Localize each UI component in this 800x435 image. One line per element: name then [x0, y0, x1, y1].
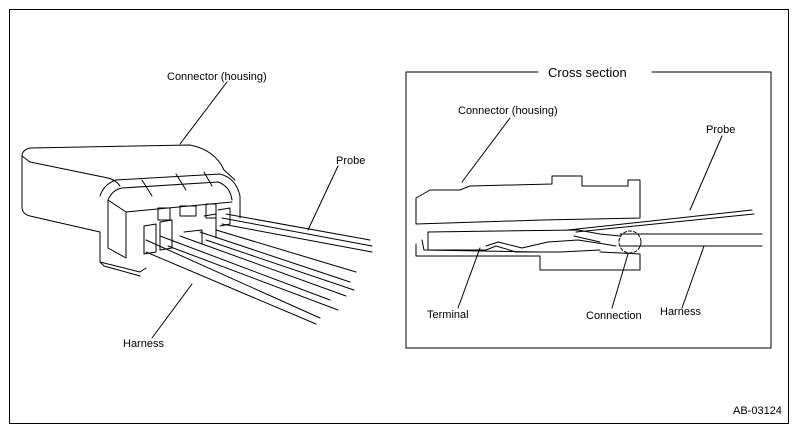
probe-3d: [221, 213, 373, 253]
cross-section-harness: [619, 233, 763, 247]
figure-frame: [9, 9, 789, 424]
cross-section-connector-label: Connector (housing): [458, 105, 558, 117]
connection-circle: [618, 230, 642, 254]
left-leader-lines: [151, 81, 339, 339]
probe-label: Probe: [336, 155, 366, 167]
terminal-label: Terminal: [427, 309, 469, 321]
cross-section-frame: [405, 71, 772, 349]
cross-section-probe: [567, 209, 755, 233]
harness-wires-3d: [145, 229, 357, 325]
connector-housing-label: Connector (housing): [167, 71, 267, 83]
connector-housing-3d: [21, 144, 241, 277]
cross-section-terminal: [427, 229, 621, 253]
right-leader-lines: [457, 117, 723, 309]
cross-section-harness-label: Harness: [660, 306, 701, 318]
connection-label: Connection: [586, 310, 642, 322]
cross-section-title: Cross section: [543, 66, 632, 79]
cross-section-housing: [415, 175, 641, 271]
figure-code: AB-03124: [733, 405, 782, 417]
cross-section-probe-label: Probe: [706, 124, 736, 136]
harness-label: Harness: [123, 338, 164, 350]
